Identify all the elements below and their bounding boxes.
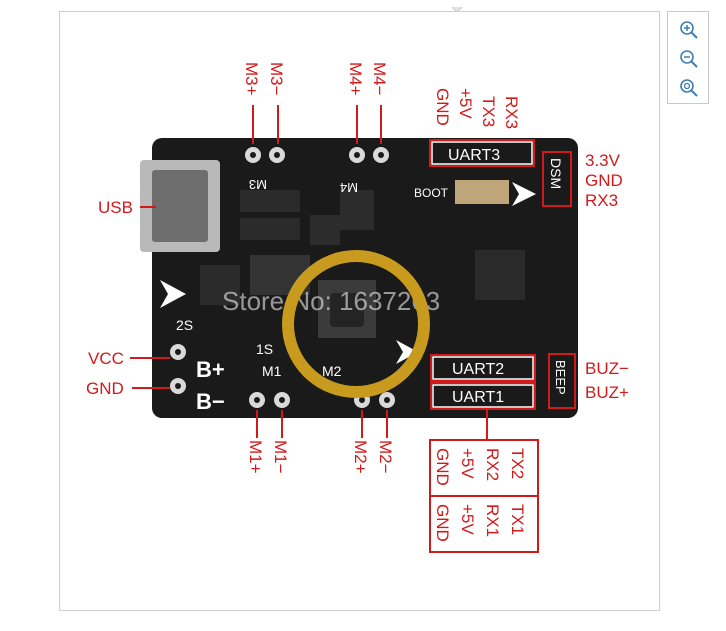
dsm-box: DSM bbox=[542, 151, 572, 207]
silk-beep: BEEP bbox=[553, 360, 568, 395]
silk-uart1: UART1 bbox=[452, 389, 504, 406]
zoom-reset-icon bbox=[680, 79, 698, 97]
uart-table-r1-tx2: TX2 bbox=[508, 448, 527, 479]
label-m1-plus: M1+ bbox=[246, 440, 265, 474]
uart-table-r1-gnd: GND bbox=[433, 448, 452, 486]
zoom-out-button[interactable] bbox=[676, 46, 702, 72]
silkscreen-layer: UART3 UART2 UART1 B+ B− M1 M2 2S 1S BOOT… bbox=[176, 141, 534, 414]
zoom-in-button[interactable] bbox=[676, 17, 702, 43]
watermark-text: Store No: 1637263 bbox=[222, 286, 440, 316]
silk-uart2: UART2 bbox=[452, 361, 504, 378]
label-3v3: 3.3V bbox=[585, 151, 621, 170]
zoom-out-icon bbox=[680, 50, 698, 68]
zoom-reset-button[interactable] bbox=[676, 75, 702, 101]
silk-1s: 1S bbox=[256, 341, 273, 357]
label-m1-minus: M1− bbox=[271, 440, 290, 474]
uart-table-r2-rx1: RX1 bbox=[483, 504, 502, 537]
label-buz-plus: BUZ+ bbox=[585, 383, 629, 402]
silk-m1: M1 bbox=[262, 363, 282, 379]
silk-bminus: B− bbox=[196, 389, 225, 414]
uart-table-r1-5v: +5V bbox=[458, 448, 477, 479]
zoom-in-icon bbox=[680, 21, 698, 39]
label-buz-minus: BUZ− bbox=[585, 359, 629, 378]
silk-boot: BOOT bbox=[414, 186, 449, 200]
label-vcc: VCC bbox=[88, 349, 124, 368]
label-usb: USB bbox=[98, 198, 133, 217]
silk-m3: M3 bbox=[249, 177, 267, 192]
label-gnd-right: GND bbox=[585, 171, 623, 190]
label-m4-minus: M4− bbox=[370, 62, 389, 96]
label-m4-plus: M4+ bbox=[346, 62, 365, 96]
label-gnd-left: GND bbox=[86, 379, 124, 398]
silk-2s: 2S bbox=[176, 317, 193, 333]
label-uart3-5v: +5V bbox=[456, 88, 475, 119]
label-m3-plus: M3+ bbox=[242, 62, 261, 96]
silk-bplus: B+ bbox=[196, 357, 225, 382]
uart-table-r2-gnd: GND bbox=[433, 504, 452, 542]
beep-box: BEEP bbox=[548, 353, 576, 409]
uart-table-r1-rx2: RX2 bbox=[483, 448, 502, 481]
silk-m2: M2 bbox=[322, 363, 342, 379]
label-uart3-gnd: GND bbox=[433, 88, 452, 126]
label-m2-plus: M2+ bbox=[351, 440, 370, 474]
silk-dsm: DSM bbox=[548, 158, 564, 189]
label-m3-minus: M3− bbox=[267, 62, 286, 96]
silk-uart3: UART3 bbox=[448, 147, 500, 164]
uart-table-r2-tx1: TX1 bbox=[508, 504, 527, 535]
silk-m4: M4 bbox=[340, 180, 358, 195]
pcb-board bbox=[140, 138, 578, 418]
label-rx3-right: RX3 bbox=[585, 191, 618, 210]
highlight-ring bbox=[282, 250, 430, 398]
label-uart3-rx3: RX3 bbox=[502, 96, 521, 129]
uart-pin-table: GND +5V RX2 TX2 GND +5V RX1 TX1 bbox=[429, 410, 539, 553]
label-uart3-tx3: TX3 bbox=[479, 96, 498, 127]
uart-table-r2-5v: +5V bbox=[458, 504, 477, 535]
label-m2-minus: M2− bbox=[376, 440, 395, 474]
zoom-controls bbox=[667, 11, 709, 104]
